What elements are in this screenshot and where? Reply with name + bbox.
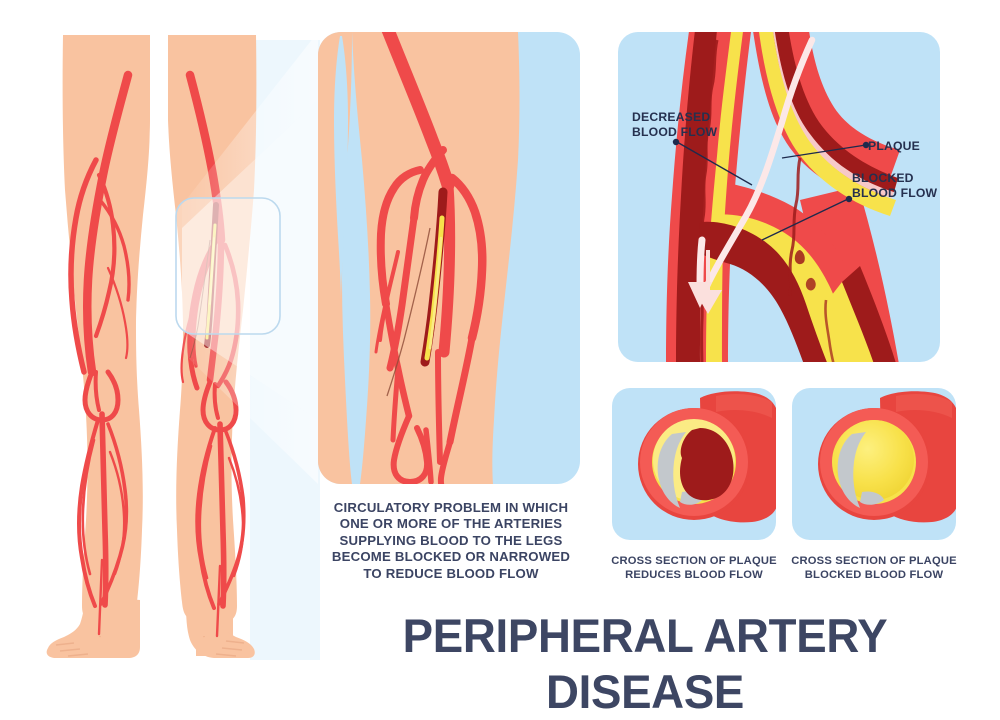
zoomed-leg-panel: [318, 32, 580, 484]
blocked-segment-zoom: [386, 187, 448, 397]
left-leg-arteries: [68, 70, 133, 636]
pad-illustration-svg: [46, 32, 956, 660]
cross-section-2-caption: CROSS SECTION OF PLAQUE BLOCKED BLOOD FL…: [791, 555, 957, 581]
description-caption: CIRCULATORY PROBLEM IN WHICH ONE OR MORE…: [331, 500, 571, 581]
label-leader-dots: [672, 138, 870, 203]
cross-section-1: [612, 388, 776, 540]
selection-rectangle[interactable]: [175, 197, 281, 335]
magnifier-cone: [182, 32, 318, 484]
label-blocked-blood-flow: BLOCKED BLOOD FLOW: [852, 171, 938, 200]
left-leg-silhouette: [46, 35, 150, 658]
label-plaque: PLAQUE: [868, 139, 920, 153]
blood-flow-arrow: [688, 36, 816, 314]
artery-bifurcation-panel: [618, 32, 940, 362]
label-decreased-blood-flow: DECREASED BLOOD FLOW: [632, 110, 718, 139]
label-leader-lines: [676, 141, 867, 241]
illustration-root: DECREASED BLOOD FLOW PLAQUE BLOCKED BLOO…: [46, 32, 957, 718]
cross-section-2: [792, 388, 956, 540]
page-title: PERIPHERAL ARTERY DISEASE: [402, 609, 888, 718]
cross-section-1-caption: CROSS SECTION OF PLAQUE REDUCES BLOOD FL…: [611, 555, 777, 581]
